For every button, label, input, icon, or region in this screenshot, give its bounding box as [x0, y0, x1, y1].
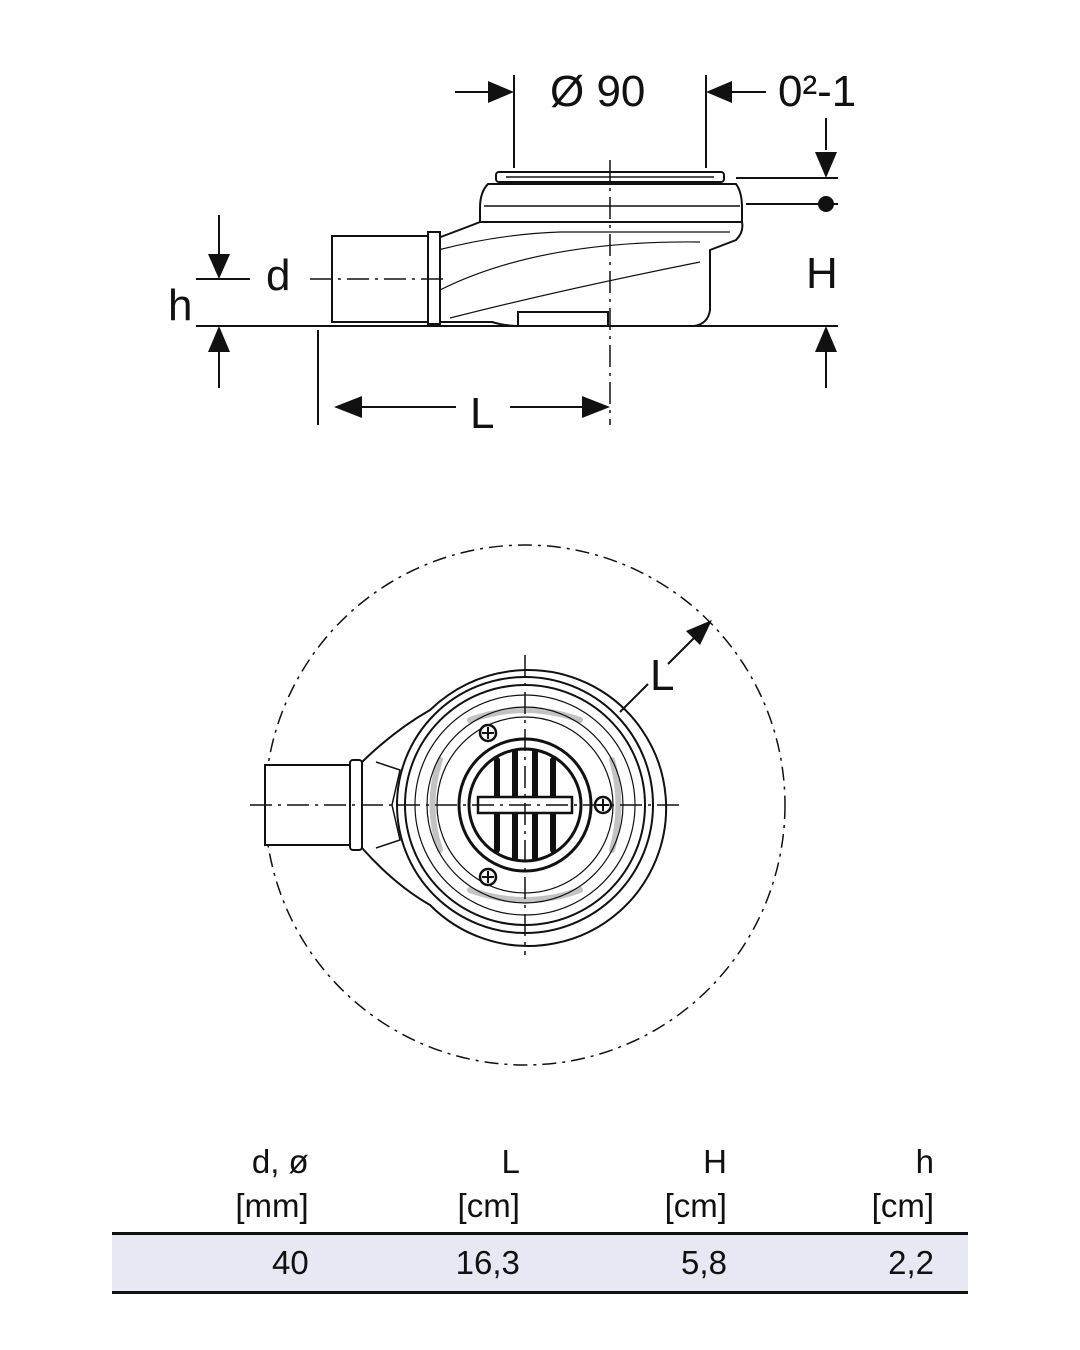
- h-arrow-top: [208, 254, 230, 279]
- header-L: L: [501, 1143, 520, 1180]
- table-values-row: 40 16,3 5,8 2,2: [112, 1232, 968, 1294]
- outlet-collar: [427, 231, 441, 325]
- table-units-row: [mm] [cm] [cm] [cm]: [112, 1184, 968, 1234]
- label-d: d: [266, 251, 290, 300]
- label-H: H: [806, 249, 838, 298]
- label-L: L: [470, 389, 494, 438]
- value-h: 2,2: [760, 1232, 968, 1294]
- top-label-L: L: [650, 651, 674, 700]
- top-outlet-collar: [349, 759, 363, 851]
- label-h: h: [168, 281, 192, 330]
- side-view-drawing: Ø 90 0²-1 d h H L: [168, 67, 856, 438]
- unit-d: [mm]: [235, 1187, 309, 1224]
- value-L: 16,3: [342, 1232, 554, 1294]
- adjust-point: [818, 196, 834, 212]
- diameter-arrow-right: [706, 81, 732, 103]
- dimensions-table: d, ø L H h [mm] [cm] [cm] [cm] 40 16,3 5…: [112, 1140, 968, 1294]
- diameter-label: Ø 90: [550, 67, 645, 116]
- top-view-drawing: L: [250, 544, 786, 1066]
- adjust-arrow-down: [815, 152, 837, 178]
- unit-h: [cm]: [871, 1187, 934, 1224]
- H-arrow-bottom: [815, 326, 837, 352]
- header-h: h: [915, 1143, 934, 1180]
- table-header-row: d, ø L H h: [112, 1140, 968, 1184]
- adjust-label: 0²-1: [778, 67, 856, 116]
- radial-L-arrow: [686, 620, 712, 645]
- header-H: H: [703, 1143, 727, 1180]
- unit-L: [cm]: [457, 1187, 520, 1224]
- h-arrow-bottom: [208, 326, 230, 352]
- header-d: d, ø: [251, 1143, 309, 1180]
- L-arrow-right: [582, 396, 610, 418]
- value-H: 5,8: [553, 1232, 761, 1294]
- L-arrow-left: [334, 396, 362, 418]
- unit-H: [cm]: [664, 1187, 727, 1224]
- diameter-arrow-left: [488, 81, 514, 103]
- value-d: 40: [112, 1232, 343, 1294]
